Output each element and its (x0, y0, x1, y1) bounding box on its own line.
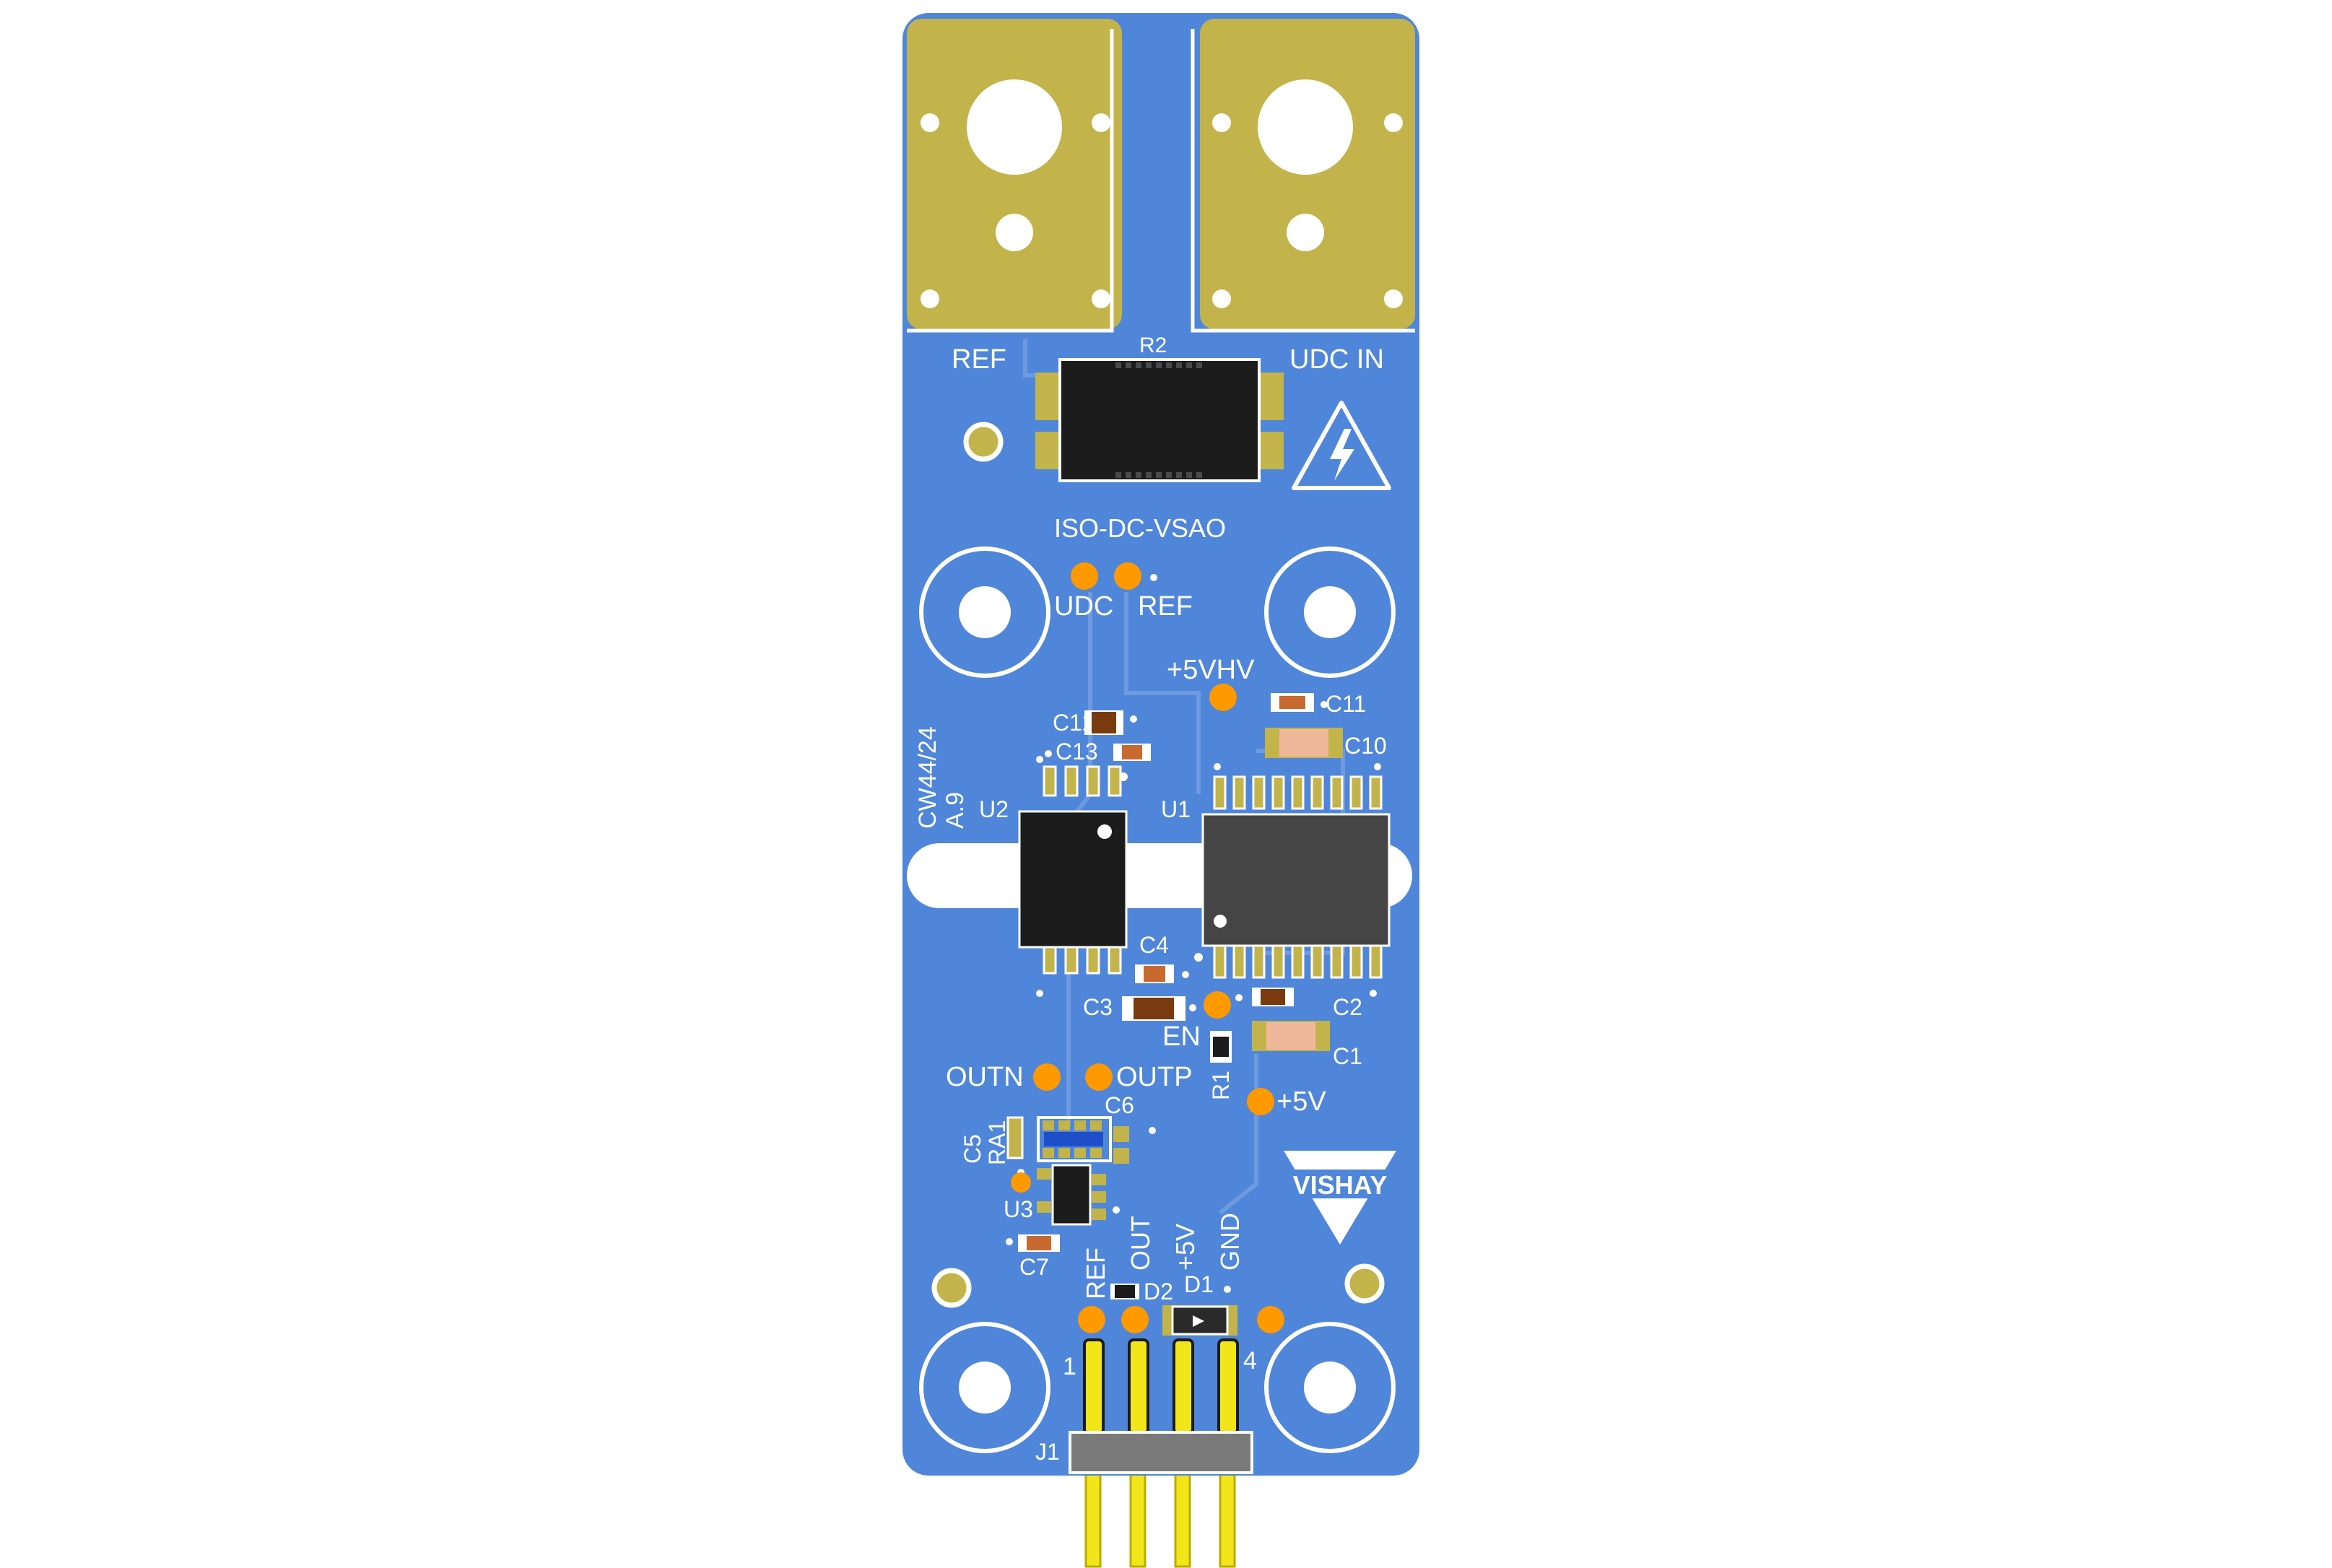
diode-d2 (1110, 1284, 1139, 1299)
connector-pin-label-ref: REF (1081, 1247, 1110, 1299)
label-c10: C10 (1344, 733, 1387, 759)
terminal-label-ref: REF (952, 344, 1006, 375)
capacitor-c3 (1122, 996, 1185, 1021)
ic-u2 (1018, 765, 1128, 975)
testpoint-outp (1085, 1063, 1113, 1091)
mounting-hole (919, 546, 1396, 1453)
label-c13: C13 (1056, 739, 1098, 765)
ic-u1 (1201, 775, 1391, 979)
resistor-array-ra1 (1006, 1116, 1129, 1164)
capacitor-c2 (1252, 988, 1294, 1006)
label-r1: R1 (1208, 1071, 1234, 1100)
label-u1: U1 (1161, 796, 1191, 822)
capacitor-c13 (1113, 744, 1151, 761)
label-j1: J1 (1035, 1439, 1060, 1465)
label-tp-5v: +5V (1276, 1086, 1326, 1117)
testpoint-udc (1071, 562, 1098, 590)
revision-text: CW44/24 A.9 (914, 726, 969, 829)
label-tp-outn: OUTN (946, 1062, 1024, 1092)
ic-u3 (1037, 1164, 1106, 1226)
label-d1: D1 (1184, 1271, 1214, 1297)
label-c7: C7 (1019, 1254, 1049, 1280)
connector-pin-label-gnd: GND (1215, 1213, 1245, 1271)
testpoint-connector (1121, 1306, 1149, 1333)
capacitor-c1 (1252, 1021, 1330, 1051)
vishay-logo-icon: VISHAY (1284, 1151, 1396, 1245)
capacitor-c10 (1265, 728, 1343, 758)
resistor-r1 (1210, 1031, 1232, 1063)
testpoint-u3 (1011, 1172, 1031, 1193)
connector-pin-label-5v: +5V (1170, 1224, 1200, 1271)
pcb-board (902, 13, 1419, 1476)
label-c11: C11 (1326, 691, 1366, 717)
label-tp-ref: REF (1138, 591, 1193, 622)
terminal-pad-udc-in (1191, 19, 1415, 333)
testpoint-outn (1033, 1063, 1061, 1091)
testpoint-5vhv (1209, 684, 1237, 711)
connector-pin-last: 4 (1243, 1347, 1257, 1375)
diode-d1 (1162, 1305, 1237, 1336)
label-c3: C3 (1083, 994, 1113, 1020)
label-ra1: RA1 (984, 1120, 1010, 1165)
connector-pin-first: 1 (1063, 1353, 1076, 1380)
label-u2: U2 (979, 796, 1009, 822)
label-c2: C2 (1333, 994, 1362, 1020)
terminal-pad-ref (907, 19, 1122, 333)
label-u3: U3 (1004, 1196, 1033, 1222)
capacitor-c11 (1271, 693, 1314, 712)
svg-text:CW44/24: CW44/24 (914, 726, 941, 829)
label-r2: R2 (1139, 334, 1167, 357)
header-pins-lower (1084, 1457, 1236, 1568)
capacitor-c7 (1018, 1234, 1060, 1252)
svg-text:A.9: A.9 (941, 792, 969, 829)
label-tp-outp: OUTP (1116, 1062, 1193, 1092)
label-c4: C4 (1139, 932, 1169, 958)
mounting-pad (931, 422, 1385, 1308)
label-tp-en: EN (1162, 1022, 1201, 1052)
capacitor-c4 (1135, 964, 1174, 983)
label-tp-5vhv: +5VHV (1167, 655, 1255, 685)
label-c1: C1 (1333, 1043, 1362, 1069)
pin-header-j1 (1069, 1338, 1253, 1474)
label-c5: C5 (960, 1134, 986, 1164)
testpoint-5v (1247, 1088, 1274, 1115)
testpoint-connector (1078, 1306, 1105, 1333)
testpoint-connector (1257, 1306, 1284, 1333)
board-name: ISO-DC-VSAO (1054, 513, 1226, 543)
testpoint-en (1204, 991, 1231, 1019)
high-voltage-warning-icon (1292, 401, 1391, 490)
shunt-resistor-r2 (1035, 358, 1284, 482)
label-c6: C6 (1105, 1092, 1134, 1118)
terminal-label-udc-in: UDC IN (1289, 344, 1384, 375)
testpoint-ref (1114, 562, 1141, 590)
label-tp-udc: UDC (1054, 591, 1113, 622)
label-d2: D2 (1144, 1279, 1173, 1305)
svg-text:VISHAY: VISHAY (1293, 1170, 1388, 1200)
capacitor-c12 (1084, 710, 1123, 735)
connector-pin-label-out: OUT (1126, 1216, 1155, 1271)
